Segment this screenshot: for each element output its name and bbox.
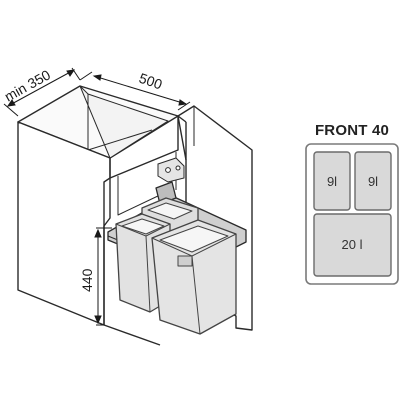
depth-dim-line: [7, 69, 75, 107]
cabinet-face: [109, 116, 179, 179]
bins: [115, 197, 237, 335]
height-arrow-bottom: [94, 315, 102, 325]
width-dim-line: [93, 75, 187, 105]
cabinet-interior: [117, 176, 161, 216]
dimension-lines: [3, 67, 191, 326]
front-panel: 9l 9l 20 l: [305, 143, 399, 285]
bin-slot-large-label: 20 l: [342, 237, 363, 252]
cabinet-inner-top: [79, 85, 169, 159]
front-panel-title: FRONT 40: [314, 122, 390, 139]
bin-large: [151, 219, 237, 335]
door-edge: [177, 115, 187, 123]
cabinet-front-edge: [103, 158, 111, 325]
cabinet: [17, 85, 179, 346]
width-arrow-a: [92, 74, 102, 81]
depth-arrow-a: [6, 99, 16, 107]
bin-slot-right: [354, 151, 392, 211]
cabinet-inner-floor-edge: [87, 129, 153, 151]
width-arrow-b: [178, 99, 188, 106]
width-extension-b: [177, 101, 191, 111]
cabinet-left-side: [17, 121, 111, 326]
bin-slot-left: [313, 151, 351, 211]
slide-runner: [155, 181, 177, 205]
height-label: 440: [79, 268, 95, 292]
bin-slot-right-label: 9l: [368, 174, 378, 189]
depth-arrow-b: [66, 69, 76, 77]
width-extension-a: [79, 71, 93, 81]
hinge-icon: [157, 157, 185, 183]
height-arrow-top: [94, 228, 102, 238]
cabinet-plinth: [103, 324, 161, 346]
bin-slot-large: [313, 213, 392, 277]
depth-extension-a: [3, 103, 19, 117]
bin-slot-left-label: 9l: [327, 174, 337, 189]
width-label: 500: [137, 70, 164, 93]
